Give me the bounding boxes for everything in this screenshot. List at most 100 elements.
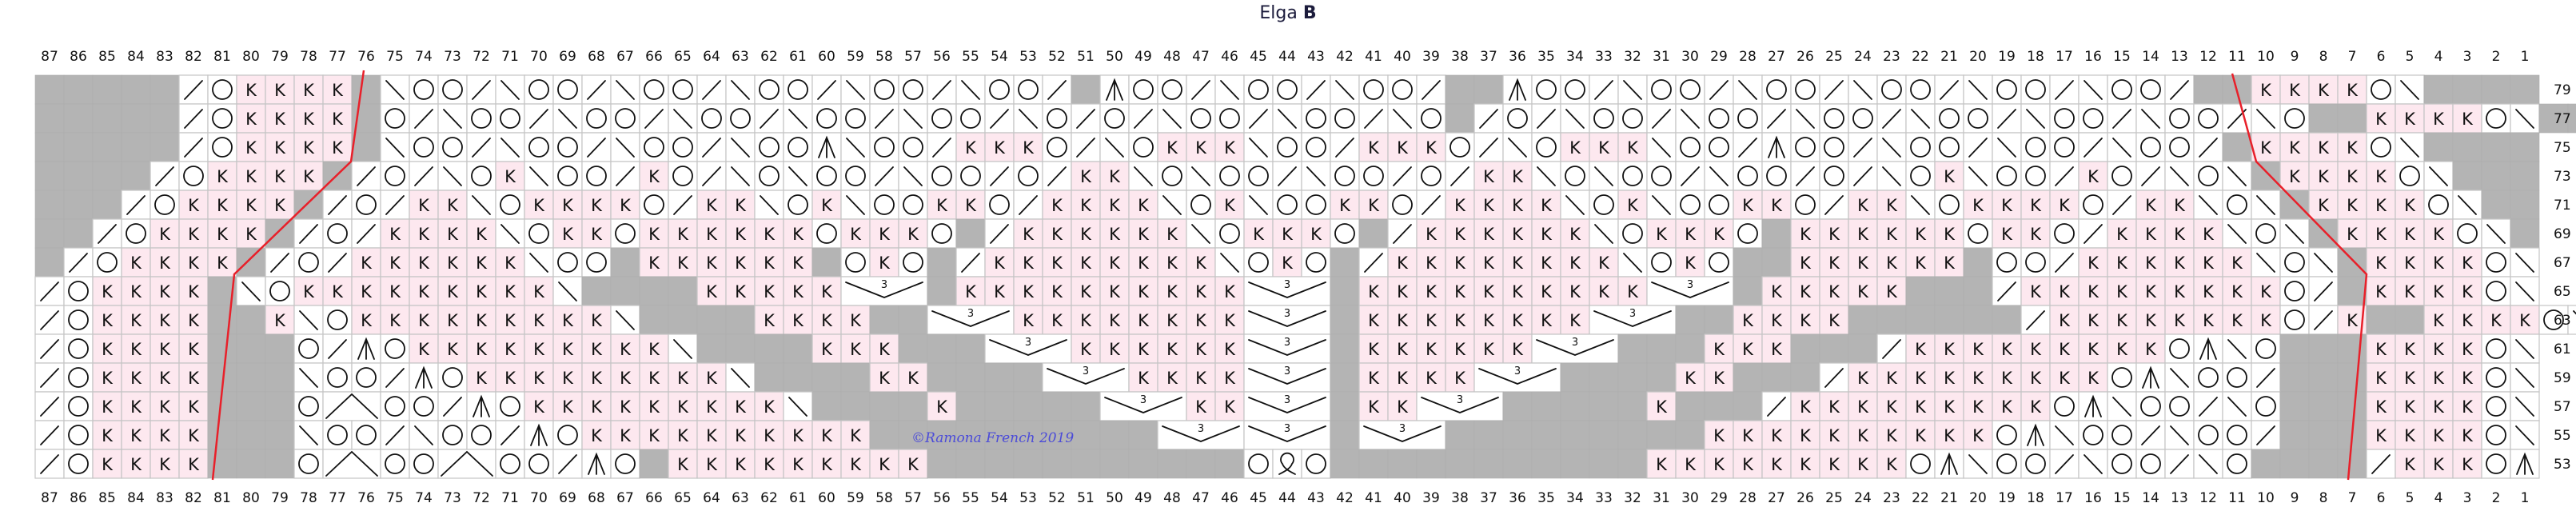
stitch-cell: K bbox=[1905, 247, 1936, 277]
yarn-over-icon bbox=[1651, 79, 1672, 100]
stitch-cell bbox=[1186, 161, 1216, 191]
no-stitch-cell bbox=[2481, 132, 2511, 162]
purl-k-icon: K bbox=[389, 282, 401, 301]
yarn-over-icon bbox=[903, 252, 923, 273]
purl-k-icon: K bbox=[159, 369, 171, 388]
yarn-over-icon bbox=[1651, 252, 1672, 273]
yarn-over-icon bbox=[1133, 79, 1154, 100]
no-stitch-cell bbox=[898, 305, 928, 335]
stitch-cell: K bbox=[495, 362, 525, 393]
stitch-cell: K bbox=[2423, 103, 2454, 134]
no-stitch-cell bbox=[811, 391, 842, 421]
stitch-cell: K bbox=[1358, 362, 1389, 393]
yarn-over-icon bbox=[788, 194, 808, 215]
stitch-cell: K bbox=[754, 449, 784, 479]
yarn-over-icon bbox=[2111, 166, 2132, 186]
stitch-cell bbox=[2279, 305, 2310, 335]
yarn-over-icon bbox=[2025, 166, 2046, 186]
cable-3-stitch: 3 bbox=[1243, 276, 1331, 306]
yarn-over-icon bbox=[1104, 108, 1125, 129]
column-number-bottom: 51 bbox=[1077, 490, 1095, 506]
column-number-top: 10 bbox=[2257, 49, 2275, 65]
yarn-over-icon bbox=[2169, 137, 2190, 158]
stitch-cell bbox=[1646, 161, 1677, 191]
stitch-cell bbox=[1502, 420, 1533, 450]
stitch-cell bbox=[2481, 333, 2511, 364]
stitch-cell: K bbox=[1589, 132, 1619, 162]
stitch-cell bbox=[2510, 449, 2540, 479]
purl-k-icon: K bbox=[821, 196, 833, 215]
stitch-cell bbox=[1013, 103, 1043, 134]
yarn-over-icon bbox=[759, 79, 780, 100]
stitch-cell bbox=[1589, 449, 1619, 479]
yarn-over-icon bbox=[385, 166, 405, 186]
stitch-cell: K bbox=[1934, 333, 1964, 364]
purl-k-icon: K bbox=[504, 311, 516, 330]
yarn-over-icon bbox=[1248, 252, 1269, 273]
purl-k-icon: K bbox=[2347, 167, 2359, 186]
stitch-cell: K bbox=[1358, 190, 1389, 220]
column-number-top: 57 bbox=[904, 49, 922, 65]
stitch-cell bbox=[1358, 449, 1389, 479]
purl-k-icon: K bbox=[2404, 196, 2416, 215]
stitch-cell: K bbox=[2395, 190, 2425, 220]
stitch-cell: K bbox=[495, 305, 525, 335]
no-stitch-cell bbox=[2538, 103, 2569, 134]
cell-bg bbox=[1531, 247, 1561, 277]
no-stitch-cell bbox=[639, 449, 669, 479]
cell-bg bbox=[869, 247, 899, 277]
purl-k-icon: K bbox=[1282, 254, 1294, 273]
column-number-bottom: 1 bbox=[2521, 490, 2530, 506]
stitch-cell bbox=[1214, 74, 1245, 105]
ssk-icon bbox=[529, 166, 548, 186]
stitch-cell: K bbox=[1128, 247, 1158, 277]
stitch-cell bbox=[2395, 161, 2425, 191]
stitch-cell: K bbox=[2193, 305, 2223, 335]
cell-bg bbox=[409, 190, 439, 220]
no-stitch-cell bbox=[92, 190, 122, 220]
stitch-cell bbox=[1905, 132, 1936, 162]
purl-k-icon: K bbox=[1397, 282, 1409, 301]
purl-k-icon: K bbox=[648, 426, 660, 445]
purl-k-icon: K bbox=[2001, 369, 2013, 388]
k2tog-icon bbox=[1047, 166, 1067, 186]
stitch-cell: K bbox=[1214, 132, 1245, 162]
purl-k-icon: K bbox=[1080, 311, 1092, 330]
stitch-cell bbox=[869, 305, 899, 335]
stitch-cell: K bbox=[1848, 449, 1878, 479]
stitch-cell: K bbox=[1819, 276, 1849, 306]
purl-k-icon: K bbox=[1915, 369, 1927, 388]
stitch-cell: K bbox=[150, 449, 180, 479]
purl-k-icon: K bbox=[2289, 167, 2301, 186]
cell-bg bbox=[1704, 218, 1734, 249]
stitch-cell bbox=[1790, 103, 1820, 134]
purl-k-icon: K bbox=[1454, 254, 1466, 273]
stitch-cell: K bbox=[2423, 276, 2454, 306]
purl-k-icon: K bbox=[2203, 282, 2215, 301]
cable-3-stitch: 3 bbox=[1531, 333, 1619, 364]
column-number-bottom: 81 bbox=[213, 490, 231, 506]
purl-k-icon: K bbox=[1051, 311, 1063, 330]
stitch-cell: K bbox=[2135, 305, 2166, 335]
no-stitch-cell bbox=[351, 74, 381, 105]
cable-3-stitch: 3 bbox=[1157, 420, 1245, 450]
ssk-icon bbox=[1853, 80, 1872, 100]
stitch-cell: K bbox=[1071, 161, 1101, 191]
stitch-cell: K bbox=[1387, 362, 1418, 393]
purl-k-icon: K bbox=[102, 426, 114, 445]
purl-k-icon: K bbox=[1800, 455, 1812, 474]
yarn-over-icon bbox=[1277, 194, 1298, 215]
stitch-cell: K bbox=[293, 132, 324, 162]
stitch-cell bbox=[2337, 362, 2367, 393]
stitch-cell bbox=[293, 190, 324, 220]
column-number-bottom: 14 bbox=[2142, 490, 2159, 506]
stitch-cell bbox=[1704, 74, 1734, 105]
k2tog-icon bbox=[1882, 109, 1901, 129]
stitch-cell bbox=[92, 161, 122, 191]
stitch-cell: K bbox=[121, 276, 151, 306]
purl-k-icon: K bbox=[562, 311, 574, 330]
purl-k-icon: K bbox=[1742, 426, 1754, 445]
stitch-cell bbox=[1416, 190, 1446, 220]
stitch-cell bbox=[1646, 190, 1677, 220]
purl-k-icon: K bbox=[2347, 81, 2359, 100]
